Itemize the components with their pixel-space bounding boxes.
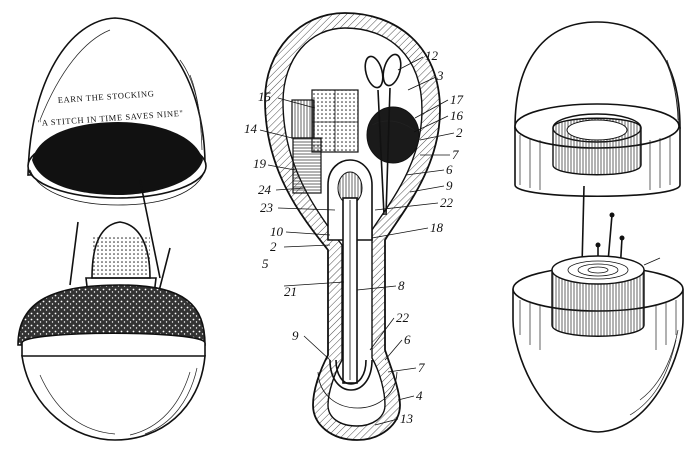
pin-1 bbox=[581, 185, 585, 267]
bottom-cap bbox=[317, 371, 398, 409]
thread-spool-vertical bbox=[291, 99, 315, 139]
figure-3-egg-section bbox=[512, 21, 684, 433]
needle-center bbox=[139, 179, 161, 279]
ref-15: 15 bbox=[258, 89, 272, 104]
ref-4: 4 bbox=[416, 388, 423, 403]
ref-2-mid: 2 bbox=[270, 239, 277, 254]
ref-6-top: 6 bbox=[446, 162, 453, 177]
ref-3: 3 bbox=[436, 68, 444, 83]
ref-21: 21 bbox=[284, 284, 297, 299]
pincushion-cushion bbox=[17, 284, 206, 346]
thread-spool-horizontal bbox=[292, 137, 322, 194]
ref-16: 16 bbox=[450, 108, 464, 123]
top-ring bbox=[514, 103, 681, 198]
needle-tube bbox=[329, 197, 373, 391]
ref-22-top: 22 bbox=[440, 195, 454, 210]
egg-top-shell: EARN THE STOCKING "A STITCH IN TIME SAVE… bbox=[27, 17, 207, 206]
egg-bottom-shell bbox=[21, 332, 206, 441]
thimble bbox=[85, 221, 157, 296]
figure-1-egg-open: EARN THE STOCKING "A STITCH IN TIME SAVE… bbox=[17, 17, 207, 441]
pin-2 bbox=[607, 214, 613, 263]
ref-2-top: 2 bbox=[456, 125, 463, 140]
egg-bottom-half bbox=[512, 255, 684, 433]
ref-10: 10 bbox=[270, 224, 284, 239]
reference-numerals: 15 12 3 17 16 14 2 7 19 6 24 9 23 22 10 … bbox=[244, 48, 464, 426]
ref-12: 12 bbox=[425, 48, 439, 63]
needle-right bbox=[157, 247, 171, 296]
ref-5: 5 bbox=[262, 256, 269, 271]
needle-left bbox=[69, 221, 79, 286]
ref-24: 24 bbox=[258, 182, 272, 197]
ref-8: 8 bbox=[398, 278, 405, 293]
leader-lines bbox=[259, 56, 455, 426]
egg-top-dome bbox=[514, 21, 681, 129]
ref-7-top: 7 bbox=[452, 147, 459, 162]
ref-14: 14 bbox=[244, 121, 258, 136]
ref-22-bottom: 22 bbox=[396, 310, 410, 325]
ref-23: 23 bbox=[260, 200, 274, 215]
figure-2-cross-section: 15 12 3 17 16 14 2 7 19 6 24 9 23 22 10 … bbox=[244, 12, 464, 441]
ref-13: 13 bbox=[400, 411, 414, 426]
scissors bbox=[364, 53, 402, 216]
ref-17: 17 bbox=[450, 92, 464, 107]
ref-19: 19 bbox=[253, 156, 267, 171]
ref-6-bottom: 6 bbox=[404, 332, 411, 347]
ref-9-top: 9 bbox=[446, 178, 453, 193]
ref-7-bottom: 7 bbox=[418, 360, 425, 375]
ref-18: 18 bbox=[430, 220, 444, 235]
thread-ball bbox=[366, 106, 420, 164]
ref-9-bottom: 9 bbox=[292, 328, 299, 343]
